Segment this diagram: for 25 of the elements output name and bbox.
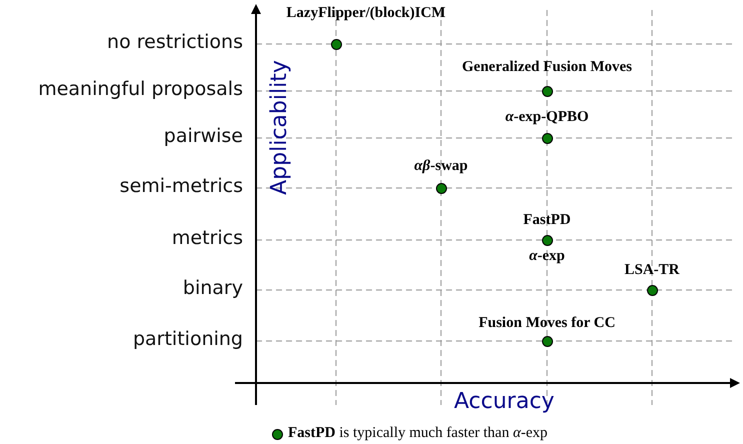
category-label: pairwise (164, 125, 243, 147)
data-point (542, 132, 552, 144)
point-label: FastPD (523, 212, 571, 229)
point-label: LazyFlipper/(block)ICM (286, 5, 446, 22)
category-label: partitioning (132, 328, 243, 350)
axis-title: Accuracy (454, 389, 554, 414)
point-label: α-exp (529, 248, 565, 265)
legend-text: FastPD is typically much faster than α-exp (288, 425, 548, 442)
data-point (542, 86, 552, 96)
point-label: LSA-TR (624, 262, 680, 279)
category-label: no restrictions (107, 31, 243, 53)
point-label: Fusion Moves for CC (478, 315, 616, 332)
category-label: meaningful proposals (38, 78, 243, 100)
data-point (330, 38, 342, 50)
category-label: metrics (172, 227, 243, 249)
point-label: Generalized Fusion Moves (462, 59, 632, 76)
category-label: semi-metrics (120, 175, 243, 197)
data-point (436, 182, 446, 194)
data-point (542, 234, 552, 246)
point-label: α-exp-QPBO (505, 109, 589, 126)
axis-title: Applicability (266, 60, 292, 195)
data-point (646, 284, 658, 296)
data-point (542, 336, 552, 346)
category-label: binary (182, 277, 243, 299)
point-label: αβ-swap (414, 158, 468, 175)
